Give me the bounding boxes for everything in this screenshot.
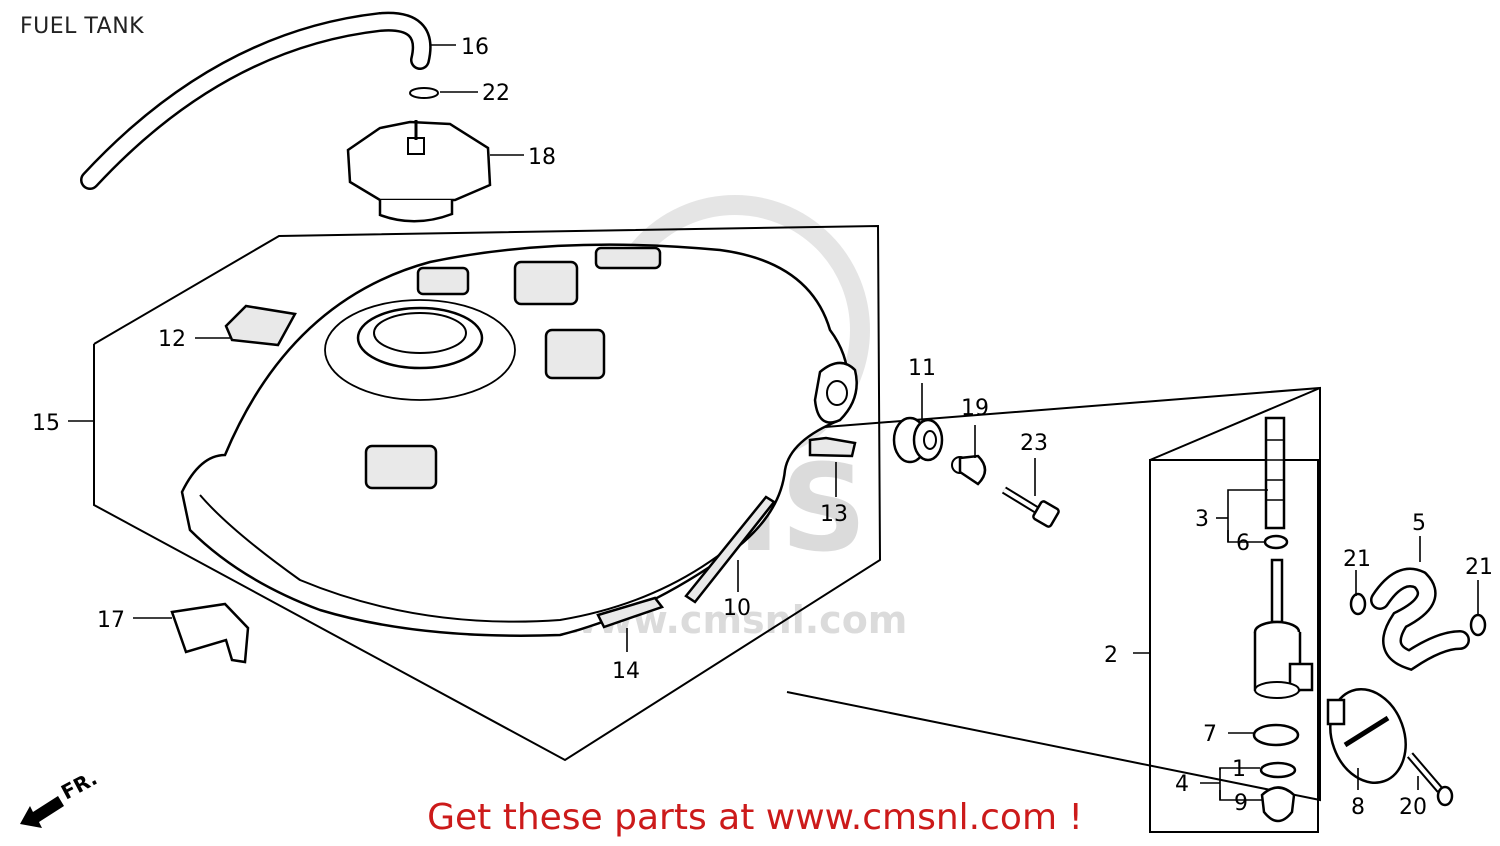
callout-21-right: 21 xyxy=(1465,555,1493,580)
callout-7: 7 xyxy=(1203,722,1217,747)
callout-22: 22 xyxy=(482,81,510,106)
callout-2: 2 xyxy=(1104,643,1118,668)
o-ring-6 xyxy=(1263,534,1289,550)
fuel-cap xyxy=(346,120,492,223)
grommet-11 xyxy=(892,416,944,464)
tank-clip-17 xyxy=(170,602,250,664)
promo-banner: Get these parts at www.cmsnl.com ! xyxy=(427,797,1083,838)
strainer-3 xyxy=(1264,416,1286,530)
callout-14: 14 xyxy=(612,659,640,684)
callout-23: 23 xyxy=(1020,431,1048,456)
leader-lines xyxy=(68,44,1479,801)
rubber-strip-10 xyxy=(684,495,776,604)
cushion-pad-13 xyxy=(808,436,857,458)
petcock-frame xyxy=(786,386,1321,802)
callout-17: 17 xyxy=(97,608,125,633)
callout-4: 4 xyxy=(1175,772,1189,797)
cushion-pad-12 xyxy=(224,304,297,347)
sediment-cup-9 xyxy=(1260,786,1296,823)
fuel-valve-2 xyxy=(1253,558,1314,699)
petcock-detail-box xyxy=(1149,459,1319,833)
callout-16: 16 xyxy=(461,35,489,60)
tube-clip-21b xyxy=(1469,613,1487,637)
callout-12: 12 xyxy=(158,327,186,352)
screw-20 xyxy=(1406,752,1454,807)
callout-15: 15 xyxy=(32,411,60,436)
o-ring-1 xyxy=(1259,761,1297,779)
tank-assembly-frame xyxy=(93,224,882,762)
callout-9: 9 xyxy=(1234,791,1248,816)
callout-10: 10 xyxy=(723,596,751,621)
tube-clip-21a xyxy=(1349,592,1367,616)
callout-5: 5 xyxy=(1412,511,1426,536)
collar-19 xyxy=(951,454,987,486)
valve-knob-8 xyxy=(1326,687,1407,785)
callout-19: 19 xyxy=(961,396,989,421)
callout-18: 18 xyxy=(528,145,556,170)
callout-1: 1 xyxy=(1232,757,1246,782)
bolt-23 xyxy=(1001,486,1060,528)
callout-8: 8 xyxy=(1351,795,1365,820)
callout-11: 11 xyxy=(908,356,936,381)
fuel-tank-body xyxy=(180,243,858,637)
gasket-7 xyxy=(1252,723,1300,747)
callout-21-left: 21 xyxy=(1343,547,1371,572)
callout-6: 6 xyxy=(1236,531,1250,556)
page-title: FUEL TANK xyxy=(20,14,145,39)
cushion-14 xyxy=(596,596,665,629)
callout-20: 20 xyxy=(1399,795,1427,820)
callout-3: 3 xyxy=(1195,507,1209,532)
clip-ring xyxy=(409,87,439,99)
callout-13: 13 xyxy=(820,502,848,527)
